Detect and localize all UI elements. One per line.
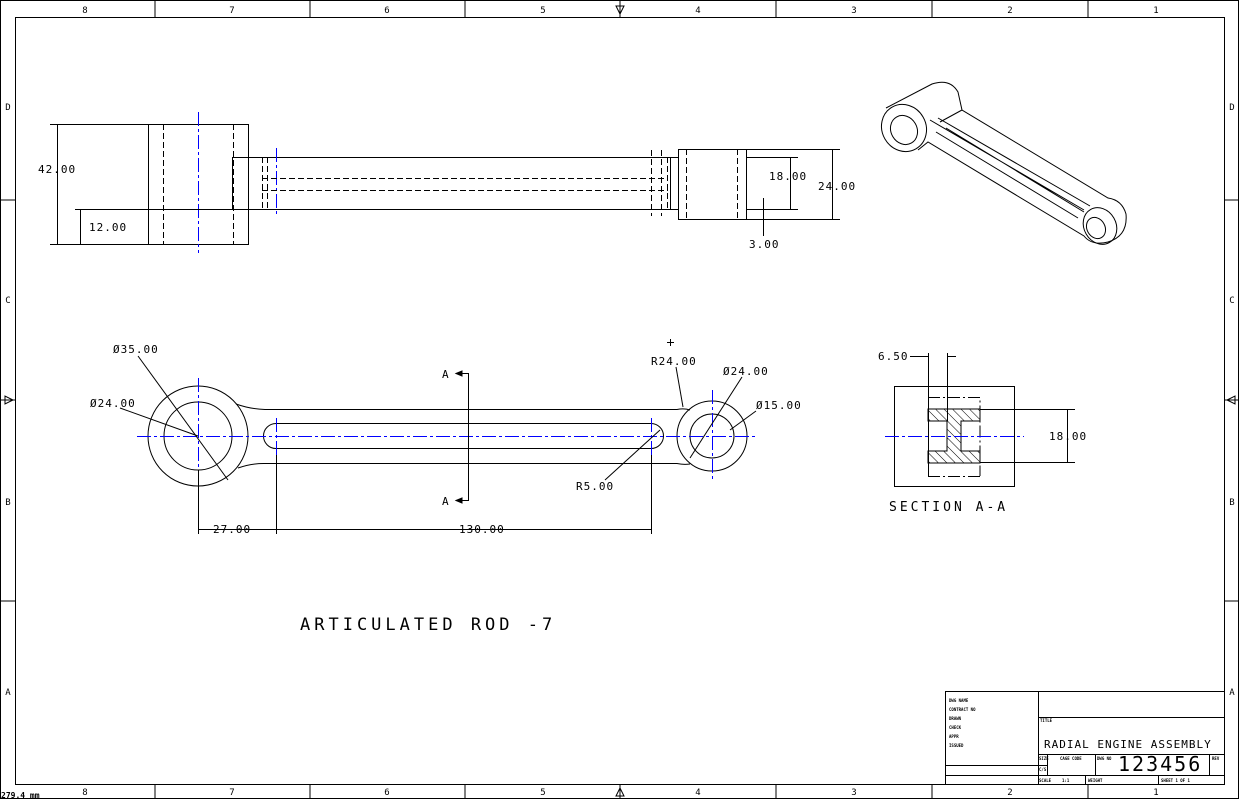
dimension-18: 18.00 xyxy=(769,170,807,183)
zone-row-label: C xyxy=(1229,296,1234,306)
tb-sheet-label: SHEET 1 OF 1 xyxy=(1161,778,1190,783)
tb-label: ISSUED xyxy=(949,743,964,748)
dimension-section-18: 18.00 xyxy=(1049,430,1087,443)
zone-col-label: 2 xyxy=(1007,6,1012,16)
dimension-42: 42.00 xyxy=(38,163,76,176)
zone-col-label: 8 xyxy=(82,6,87,16)
zone-col-label: 2 xyxy=(1007,788,1012,798)
dimension-dia24-right: Ø24.00 xyxy=(723,365,769,378)
scale-note: 279.4 mm xyxy=(1,791,40,800)
front-view: A A Ø35.00 Ø24.00 R24.00 Ø24.00 Ø15.00 R… xyxy=(90,339,802,536)
zone-col-label: 1 xyxy=(1153,788,1158,798)
dimension-12: 12.00 xyxy=(89,221,127,234)
zone-col-label: 5 xyxy=(540,6,545,16)
tb-scale-label: SCALE xyxy=(1039,778,1052,783)
dimension-6-50: 6.50 xyxy=(878,350,909,363)
zone-col-label: 7 xyxy=(229,788,234,798)
zone-col-label: 6 xyxy=(384,788,389,798)
zone-col-label: 8 xyxy=(82,788,87,798)
tb-dwg-no: 123456 xyxy=(1118,752,1202,776)
drawing-title: ARTICULATED ROD -7 xyxy=(300,615,556,635)
dimension-r24: R24.00 xyxy=(651,355,697,368)
dimension-3: 3.00 xyxy=(749,238,780,251)
zone-col-label: 4 xyxy=(695,6,700,16)
zone-col-label: 7 xyxy=(229,6,234,16)
section-label: SECTION A-A xyxy=(889,500,1008,515)
isometric-view xyxy=(880,81,1127,245)
dimension-24: 24.00 xyxy=(818,180,856,193)
tb-cage-code-label: CAGE CODE xyxy=(1060,756,1082,761)
section-marker-a-top: A xyxy=(442,368,450,381)
dimension-130: 130.00 xyxy=(459,523,505,536)
tb-title: RADIAL ENGINE ASSEMBLY xyxy=(1044,738,1212,751)
tb-label: DWG NAME xyxy=(949,698,969,703)
tb-label: CONTRACT NO xyxy=(949,707,976,712)
zone-col-label: 3 xyxy=(851,788,856,798)
tb-title-label: TITLE xyxy=(1040,718,1053,723)
zone-col-label: 5 xyxy=(540,788,545,798)
dimension-dia15: Ø15.00 xyxy=(756,399,802,412)
tb-rev-label: REV xyxy=(1212,756,1220,761)
zone-row-label: C xyxy=(5,296,10,306)
section-view: 6.50 18.00 SECTION A-A xyxy=(878,350,1087,515)
dimension-r5: R5.00 xyxy=(576,480,614,493)
tb-label: CHECK xyxy=(949,725,962,730)
zone-row-label: B xyxy=(1229,498,1234,508)
tb-weight-label: WEIGHT xyxy=(1088,778,1103,783)
zone-row-label: D xyxy=(5,103,10,113)
tb-size-value: C/S xyxy=(1039,767,1047,772)
section-marker-a-bottom: A xyxy=(442,495,450,508)
zone-col-label: 1 xyxy=(1153,6,1158,16)
tb-label: APPR xyxy=(949,734,959,739)
tb-label: DRAWN xyxy=(949,716,962,721)
tb-size-label: SIZE xyxy=(1039,756,1049,761)
tb-dwg-no-label: DWG NO xyxy=(1097,756,1112,761)
top-view: 42.00 12.00 18.00 24.00 3.00 xyxy=(38,112,856,253)
zone-col-label: 6 xyxy=(384,6,389,16)
zone-row-label: A xyxy=(5,688,11,698)
dimension-dia24-left: Ø24.00 xyxy=(90,397,136,410)
zone-row-label: D xyxy=(1229,103,1234,113)
zone-labels: 8 7 6 5 4 3 2 1 8 7 6 5 4 3 2 1 D C B A … xyxy=(1,6,1235,800)
dimension-27: 27.00 xyxy=(213,523,251,536)
zone-row-label: A xyxy=(1229,688,1235,698)
zone-col-label: 4 xyxy=(695,788,700,798)
title-block: DWG NAME CONTRACT NO DRAWN CHECK APPR IS… xyxy=(945,691,1225,785)
tb-scale-value: 1:1 xyxy=(1062,778,1070,783)
zone-row-label: B xyxy=(5,498,10,508)
zone-col-label: 3 xyxy=(851,6,856,16)
dimension-dia35: Ø35.00 xyxy=(113,343,159,356)
